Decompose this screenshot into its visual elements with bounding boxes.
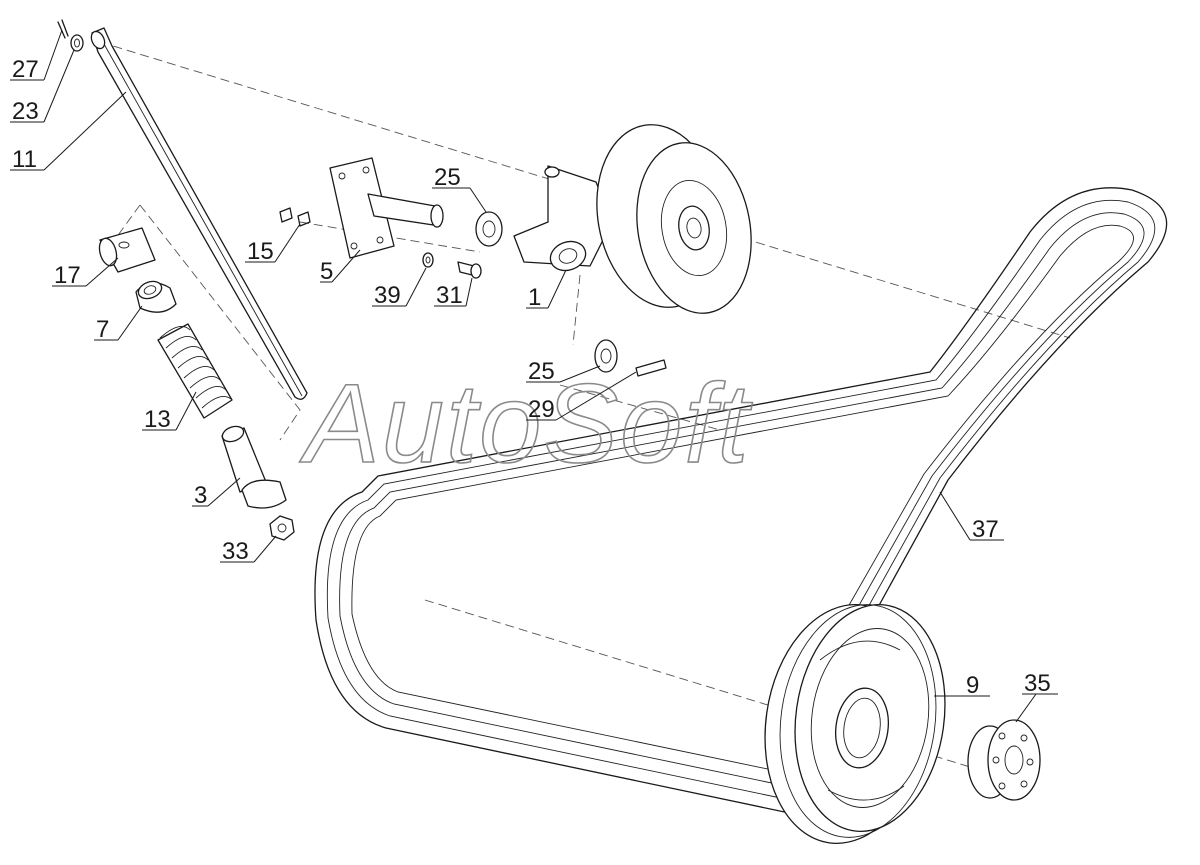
label-25-upper: 25: [434, 164, 461, 191]
label-15: 15: [247, 238, 274, 265]
label-25-lower: 25: [528, 358, 555, 385]
label-23: 23: [12, 98, 39, 125]
label-37: 37: [972, 516, 999, 543]
label-3: 3: [194, 482, 207, 509]
label-33: 33: [222, 538, 249, 565]
cotter-pin-part-27: [57, 19, 69, 39]
label-11: 11: [12, 146, 37, 173]
label-17: 17: [54, 262, 81, 289]
tensioner-part-1: [513, 124, 752, 314]
spring-part-13: [157, 323, 233, 419]
washer-part-23: [70, 34, 84, 52]
bracket-part-5: [329, 157, 444, 259]
bushing-part-7: [135, 280, 177, 313]
cotter-pin-part-29: [635, 359, 667, 377]
sleeve-part-17: [98, 227, 156, 273]
hub-part-35: [967, 719, 1041, 801]
nut-part-33: [269, 515, 295, 541]
label-5: 5: [320, 258, 333, 285]
label-13: 13: [144, 406, 171, 433]
label-29: 29: [528, 396, 555, 423]
part-labels: 27 23 11 17 7 13 3 33 15 5 39 31 25 1 25…: [12, 56, 1051, 699]
stepped-pin-part-3: [221, 425, 287, 509]
label-underlines: [10, 79, 1058, 697]
label-35: 35: [1024, 670, 1051, 697]
label-31: 31: [436, 282, 463, 309]
pulley-part-9: [764, 603, 946, 845]
washer-part-25-lower: [594, 339, 618, 373]
belt-part-37: [314, 187, 1168, 815]
rod-part-11: [90, 27, 308, 400]
washer-part-39: [422, 252, 434, 268]
clip-part-15: [279, 207, 311, 227]
label-27: 27: [12, 56, 39, 83]
label-9: 9: [966, 672, 979, 699]
bolt-part-31: [457, 261, 482, 279]
washer-part-25-upper: [475, 211, 503, 247]
leader-lines: [43, 29, 1037, 723]
label-39: 39: [374, 282, 401, 309]
label-1: 1: [528, 284, 541, 311]
watermark-text: AutoSoft: [299, 361, 753, 486]
label-7: 7: [96, 316, 109, 343]
